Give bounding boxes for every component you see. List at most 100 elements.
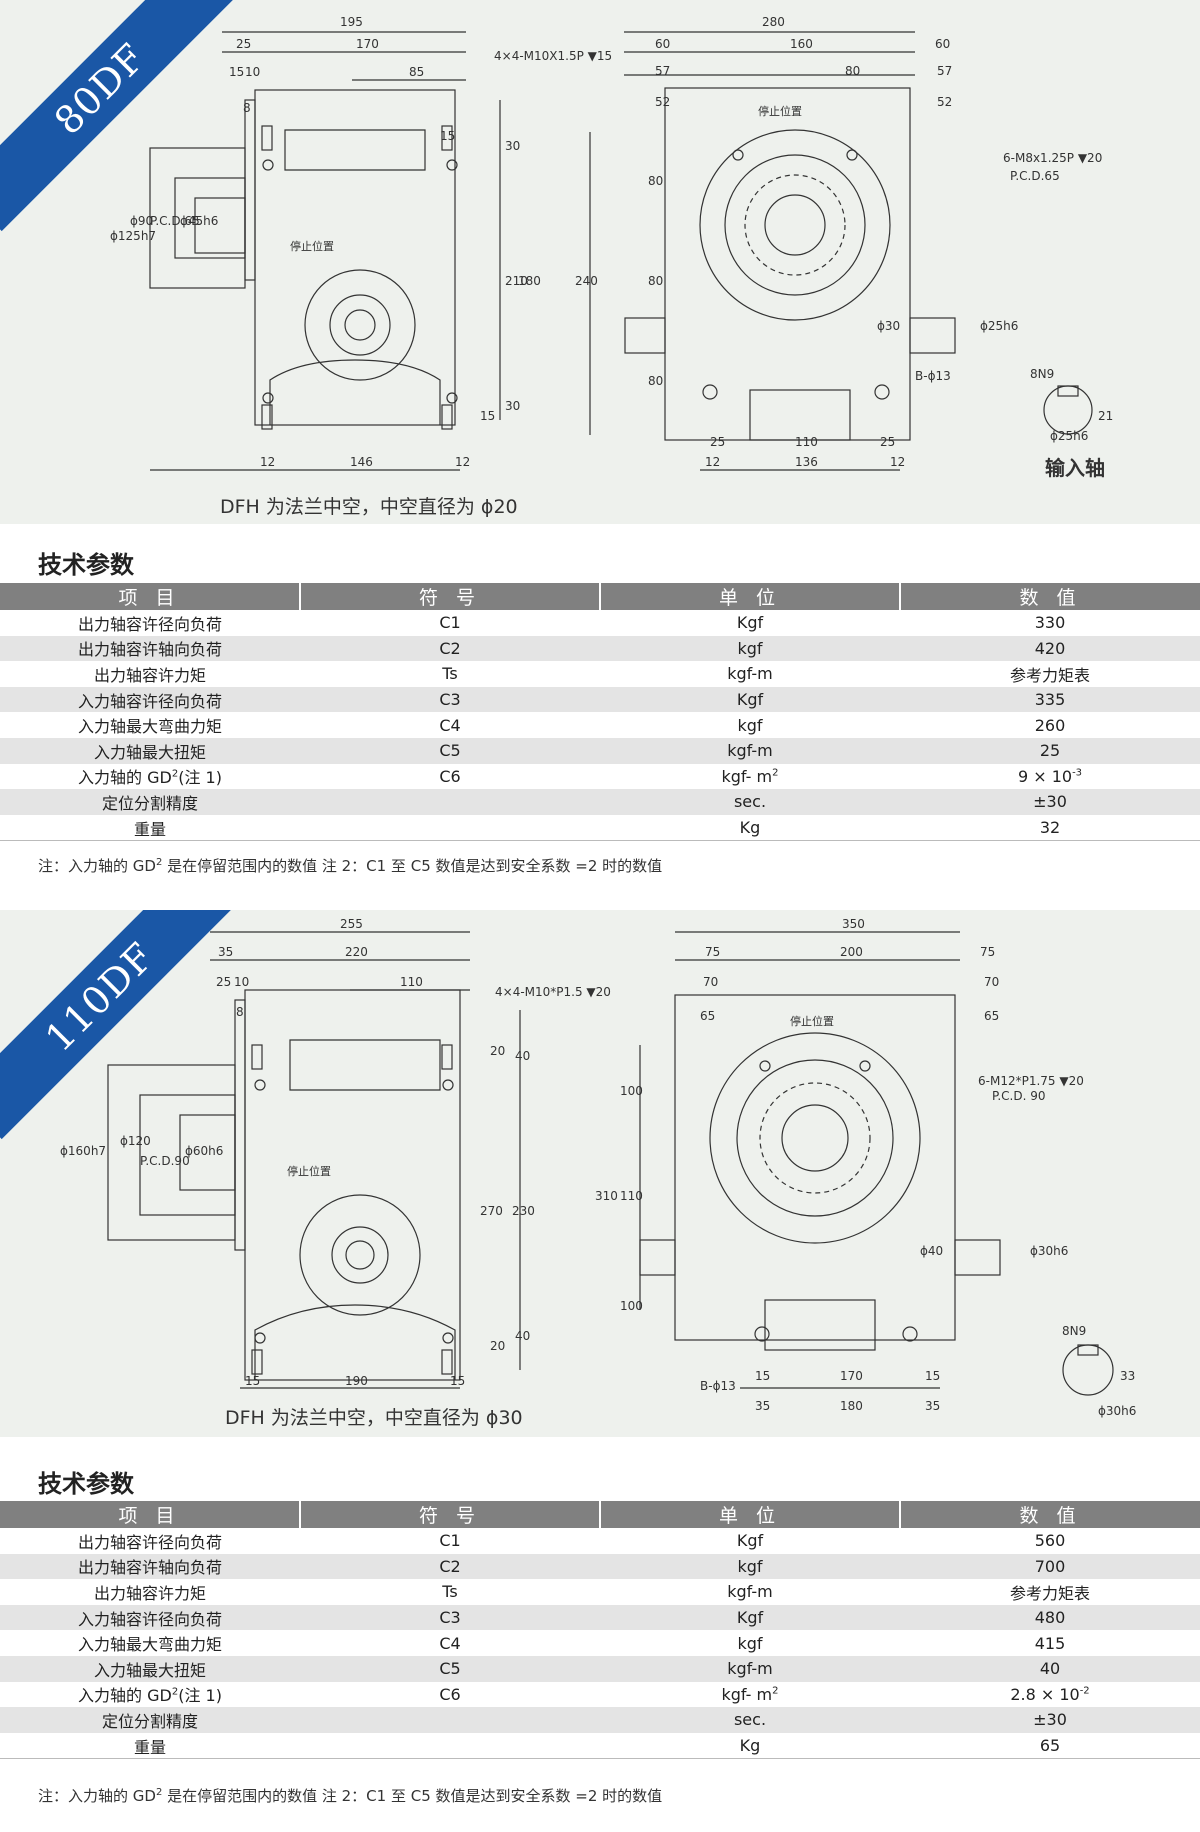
dim-label: ϕ120 <box>120 1134 151 1148</box>
dim-label: 270 <box>480 1204 503 1218</box>
dim-label: 65 <box>984 1009 999 1023</box>
symbol-cell: C4 <box>439 715 461 735</box>
symbol-cell: C6 <box>439 766 461 786</box>
symbol-cell <box>300 1707 600 1733</box>
dim-label: 75 <box>705 945 720 959</box>
dim-label: ϕ30h6 <box>1098 1404 1136 1418</box>
dim-label: 20 <box>490 1044 505 1058</box>
table-row: 出力轴容许轴向负荷 C2 kgf 700 <box>0 1553 1200 1580</box>
item-cell: 入力轴最大扭矩 <box>0 1655 300 1682</box>
value-cell: ±30 <box>900 789 1200 815</box>
dim-label: ϕ45h6 <box>180 214 218 228</box>
dim-label: 60 <box>935 37 950 51</box>
symbol-cell: C3 <box>300 686 600 713</box>
value-cell: 2.8 × 10-2 <box>1010 1684 1090 1704</box>
stop-position-label: 停止位置 <box>758 104 802 118</box>
unit-cell: Kgf <box>600 1604 900 1631</box>
unit-cell: sec. <box>600 1707 900 1733</box>
dim-label: 85 <box>409 65 424 79</box>
table-row: 重量 Kg 65 <box>0 1732 1200 1760</box>
unit-cell: kgf <box>737 715 763 735</box>
dim-label: 25 <box>710 435 725 449</box>
unit-cell: Kgf <box>736 1531 764 1551</box>
dim-label: 110 <box>795 435 818 449</box>
table-header-row: 项 目 符 号 单 位 数 值 <box>0 1501 1200 1528</box>
drawing-caption: DFH 为法兰中空，中空直径为 ϕ30 <box>225 1407 523 1429</box>
dim-label: 170 <box>840 1369 863 1383</box>
dim-label: 230 <box>512 1204 535 1218</box>
dim-label: 210 <box>505 274 528 288</box>
dim-label: ϕ60h6 <box>185 1144 223 1158</box>
dim-label: 10 <box>234 975 249 989</box>
dim-label: P.C.D.65 <box>1010 169 1060 183</box>
dim-label: 35 <box>925 1399 940 1413</box>
dim-label: 195 <box>340 15 363 29</box>
unit-cell: kgf <box>737 1633 763 1653</box>
value-cell: 65 <box>900 1732 1200 1760</box>
dim-label: 6-M12*P1.75 ▼20 <box>978 1074 1084 1088</box>
item-cell: 重量 <box>0 1732 300 1760</box>
dim-label: 75 <box>980 945 995 959</box>
symbol-cell: C4 <box>439 1633 461 1653</box>
item-cell: 出力轴容许径向负荷 <box>77 614 222 634</box>
symbol-cell: C6 <box>439 1684 461 1704</box>
dim-label: 80 <box>845 64 860 78</box>
dim-label: 8 <box>243 101 251 115</box>
symbol-cell: C2 <box>300 635 600 662</box>
item-cell: 入力轴最大弯曲力矩 <box>77 717 222 737</box>
dim-label: 200 <box>840 945 863 959</box>
dim-label: ϕ30 <box>877 319 900 333</box>
value-cell: 9 × 10-3 <box>1017 766 1083 786</box>
table-row: 入力轴的 GD2(注 1) C6 kgf- m2 9 × 10-3 <box>0 764 1200 790</box>
dim-label: 160 <box>790 37 813 51</box>
dim-label: 57 <box>655 64 670 78</box>
item-cell: 入力轴容许径向负荷 <box>0 686 300 713</box>
dim-label: 35 <box>755 1399 770 1413</box>
column-header: 单 位 <box>600 1501 901 1528</box>
dim-label: 8N9 <box>1030 367 1054 381</box>
value-cell: 420 <box>900 635 1200 662</box>
value-cell: 330 <box>1034 613 1066 633</box>
stop-position-label: 停止位置 <box>790 1014 834 1028</box>
dim-label: 25 <box>236 37 251 51</box>
dim-label: 12 <box>455 455 470 469</box>
dim-label: 25 <box>880 435 895 449</box>
dim-label: 33 <box>1120 1369 1135 1383</box>
table-row: 定位分割精度 sec. ±30 <box>0 789 1200 815</box>
table-row: 重量 Kg 32 <box>0 814 1200 842</box>
column-header: 数 值 <box>900 583 1200 610</box>
symbol-cell: C3 <box>300 1604 600 1631</box>
dim-label: 30 <box>505 139 520 153</box>
column-header: 符 号 <box>300 583 601 610</box>
dim-label: 80 <box>648 174 663 188</box>
symbol-cell: C1 <box>439 613 461 633</box>
dim-label: 70 <box>703 975 718 989</box>
dim-label: 170 <box>356 37 379 51</box>
stop-position-label: 停止位置 <box>287 1164 331 1178</box>
dim-label: 100 <box>620 1299 643 1313</box>
dim-label: 12 <box>260 455 275 469</box>
dim-label: 4×4-M10*P1.5 ▼20 <box>495 985 611 999</box>
dim-label: 8 <box>236 1005 244 1019</box>
table-row: 出力轴容许轴向负荷 C2 kgf 420 <box>0 635 1200 662</box>
dim-label: 10 <box>245 65 260 79</box>
table-row: 出力轴容许力矩 Ts kgf-m 参考力矩表 <box>0 1579 1200 1605</box>
table-row: 入力轴最大弯曲力矩 C4 kgf 415 <box>0 1630 1200 1656</box>
column-header: 符 号 <box>300 1501 601 1528</box>
dim-label: 25 <box>216 975 231 989</box>
item-cell: 定位分割精度 <box>0 1707 300 1733</box>
item-cell: 出力轴容许径向负荷 <box>77 1532 222 1552</box>
input-shaft-label: 输入轴 <box>1045 456 1105 480</box>
value-cell: 32 <box>900 814 1200 842</box>
item-cell: 入力轴的 GD2(注 1) <box>78 768 222 788</box>
dim-label: 40 <box>515 1329 530 1343</box>
dim-label: ϕ25h6 <box>980 319 1018 333</box>
value-cell: 参考力矩表 <box>1009 1583 1090 1603</box>
item-cell: 出力轴容许轴向负荷 <box>0 1553 300 1580</box>
section-title: 技术参数 <box>38 551 134 579</box>
table-row: 入力轴最大弯曲力矩 C4 kgf 260 <box>0 712 1200 738</box>
dim-label: 4×4-M10X1.5P ▼15 <box>494 49 612 63</box>
unit-cell: kgf-m <box>600 737 900 764</box>
value-cell: 480 <box>900 1604 1200 1631</box>
dim-label: 190 <box>345 1374 368 1388</box>
